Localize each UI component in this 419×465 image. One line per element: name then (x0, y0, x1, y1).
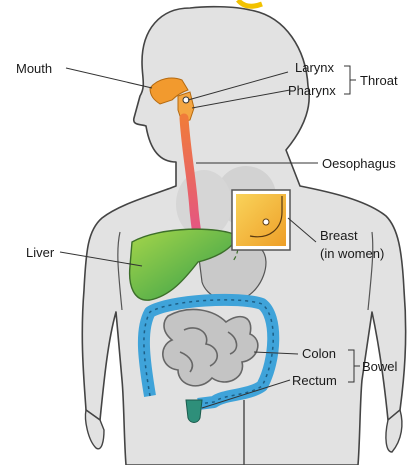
label-mouth: Mouth (16, 61, 52, 76)
label-colon: Colon (302, 346, 336, 361)
label-throat: Throat (360, 73, 398, 88)
label-breast: Breast (320, 228, 358, 243)
label-oesophagus: Oesophagus (322, 156, 396, 171)
label-larynx: Larynx (295, 60, 335, 75)
rectum (186, 400, 202, 423)
decorative-arc (238, 0, 262, 6)
label-rectum: Rectum (292, 373, 337, 388)
label-pharynx: Pharynx (288, 83, 336, 98)
throat-bracket (344, 66, 356, 94)
label-breast-women: (in women) (320, 246, 384, 261)
label-liver: Liver (26, 245, 55, 260)
label-bowel: Bowel (362, 359, 398, 374)
breast-inset-icon (232, 190, 290, 250)
